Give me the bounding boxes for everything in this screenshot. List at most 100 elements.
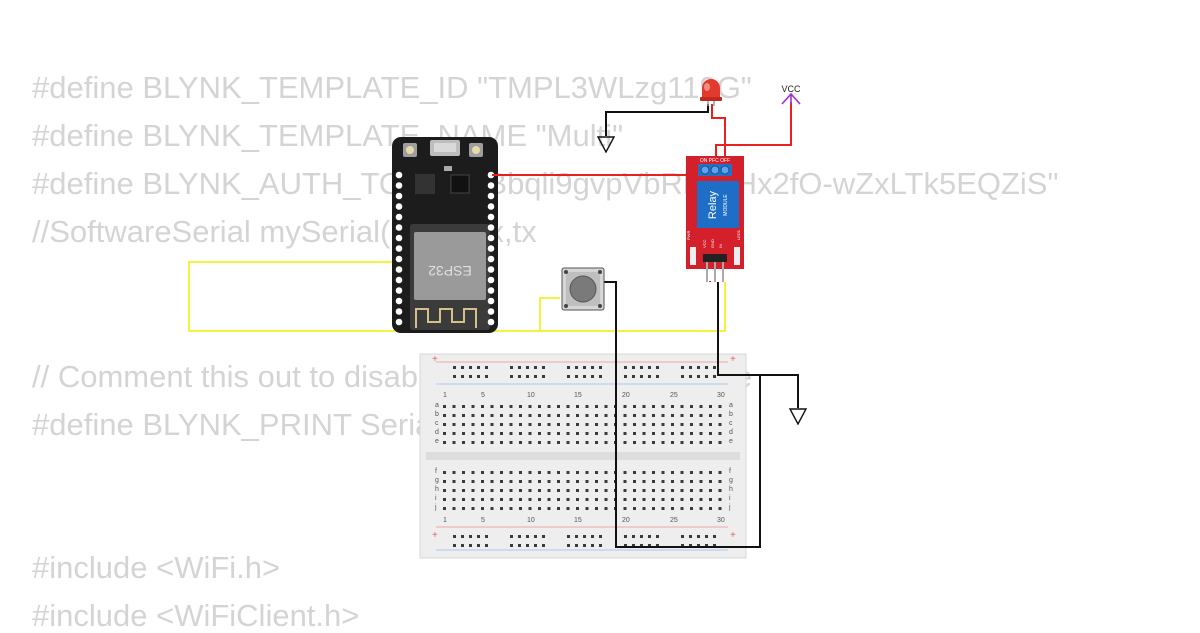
vcc-power-symbol[interactable]: VCC: [781, 84, 801, 105]
esp32-pin: [395, 287, 403, 294]
breadboard-hole: [595, 507, 598, 510]
rail-hole: [648, 375, 651, 378]
breadboard-hole: [566, 414, 570, 417]
breadboard-hole: [576, 471, 579, 474]
breadboard-hole: [443, 405, 446, 408]
rail-hole: [583, 544, 586, 547]
breadboard-hole: [528, 489, 532, 492]
rail-hole: [510, 375, 513, 378]
breadboard-hole: [595, 432, 598, 435]
breadboard-hole: [443, 423, 446, 426]
rail-hole: [453, 375, 456, 378]
breadboard-hole: [718, 480, 722, 483]
breadboard-hole: [652, 489, 655, 492]
breadboard-hole: [680, 405, 684, 408]
breadboard-hole: [509, 480, 513, 483]
red-led[interactable]: [700, 79, 722, 106]
breadboard-hole: [557, 480, 560, 483]
rail-hole: [518, 535, 521, 538]
rail-hole: [624, 544, 627, 547]
black-wires[interactable]: [604, 104, 799, 548]
column-number: 25: [670, 392, 678, 399]
row-letter: b: [729, 411, 733, 418]
column-number: 5: [481, 517, 485, 524]
breadboard-hole: [661, 414, 665, 417]
breadboard-hole: [604, 423, 608, 426]
rail-hole: [697, 366, 700, 369]
breadboard-hole: [680, 471, 684, 474]
rail-hole: [656, 544, 659, 547]
rail-hole: [632, 375, 635, 378]
row-letter: f: [435, 468, 437, 475]
breadboard-hole: [680, 441, 684, 444]
wire-black-relay-ground[interactable]: [717, 282, 799, 408]
breadboard-hole: [623, 423, 627, 426]
breadboard-hole: [633, 423, 636, 426]
breadboard-hole: [528, 432, 532, 435]
rail-hole: [599, 366, 602, 369]
esp32-pin: [487, 255, 495, 263]
wire-black-led-ground[interactable]: [605, 104, 709, 136]
breadboard-hole: [642, 441, 646, 444]
column-number: 15: [574, 392, 582, 399]
rail-hole: [510, 535, 513, 538]
rail-hole: [526, 375, 529, 378]
breadboard-hole: [661, 507, 665, 510]
breadboard-hole: [671, 441, 674, 444]
breadboard[interactable]: + + + + 1 5 10 15 20 25 30 1 5 10 15 20 …: [419, 353, 747, 559]
breadboard-hole: [690, 498, 693, 501]
rail-hole: [705, 535, 708, 538]
relay-module[interactable]: ON PFC OFF Relay MODULE PWR LED1 VCC GND…: [686, 156, 744, 282]
breadboard-hole: [443, 489, 446, 492]
breadboard-hole: [538, 471, 541, 474]
rail-hole: [542, 544, 545, 547]
breadboard-hole: [490, 471, 494, 474]
breadboard-hole: [661, 432, 665, 435]
breadboard-hole: [462, 441, 465, 444]
breadboard-hole: [519, 471, 522, 474]
breadboard-hole: [595, 405, 598, 408]
breadboard-hole: [547, 423, 551, 426]
ground-symbol[interactable]: [596, 136, 616, 154]
breadboard-hole: [490, 405, 494, 408]
wire-black-button-ground[interactable]: [604, 281, 761, 548]
breadboard-hole: [585, 507, 589, 510]
rail-hole: [705, 375, 708, 378]
rail-hole: [681, 535, 684, 538]
breadboard-hole: [443, 507, 446, 510]
esp32-pin: [487, 224, 495, 231]
breadboard-hole: [576, 507, 579, 510]
row-letter: f: [729, 468, 731, 475]
rail-hole: [534, 535, 537, 538]
breadboard-hole: [642, 405, 646, 408]
breadboard-hole: [547, 498, 551, 501]
breadboard-hole: [509, 405, 513, 408]
column-number: 30: [717, 517, 725, 524]
breadboard-hole: [623, 471, 627, 474]
rail-hole: [681, 544, 684, 547]
wire-red-esp-relay[interactable]: [492, 168, 703, 176]
wire-red-led-relay[interactable]: [711, 104, 726, 168]
breadboard-hole: [528, 480, 532, 483]
column-numbers-top: 1 5 10 15 20 25 30: [443, 392, 725, 399]
rail-hole: [599, 544, 602, 547]
rail-hole: [583, 366, 586, 369]
wire-yellow-button[interactable]: [188, 261, 560, 332]
red-wires[interactable]: [492, 102, 792, 282]
esp32-pin: [487, 318, 495, 326]
esp32-pin-headers: [395, 171, 495, 326]
ground-symbol[interactable]: [788, 408, 808, 426]
breadboard-hole: [690, 489, 693, 492]
esp32-board[interactable]: ESP32: [392, 137, 498, 333]
rail-hole: [640, 375, 643, 378]
rail-hole: [624, 375, 627, 378]
breadboard-hole: [500, 480, 503, 483]
vcc-label: VCC: [781, 84, 801, 94]
breadboard-hole: [462, 471, 465, 474]
breadboard-hole: [538, 489, 541, 492]
breadboard-hole: [519, 507, 522, 510]
rail-hole: [697, 535, 700, 538]
push-button[interactable]: [561, 267, 605, 311]
rail-hole: [689, 366, 692, 369]
breadboard-hole: [595, 498, 598, 501]
